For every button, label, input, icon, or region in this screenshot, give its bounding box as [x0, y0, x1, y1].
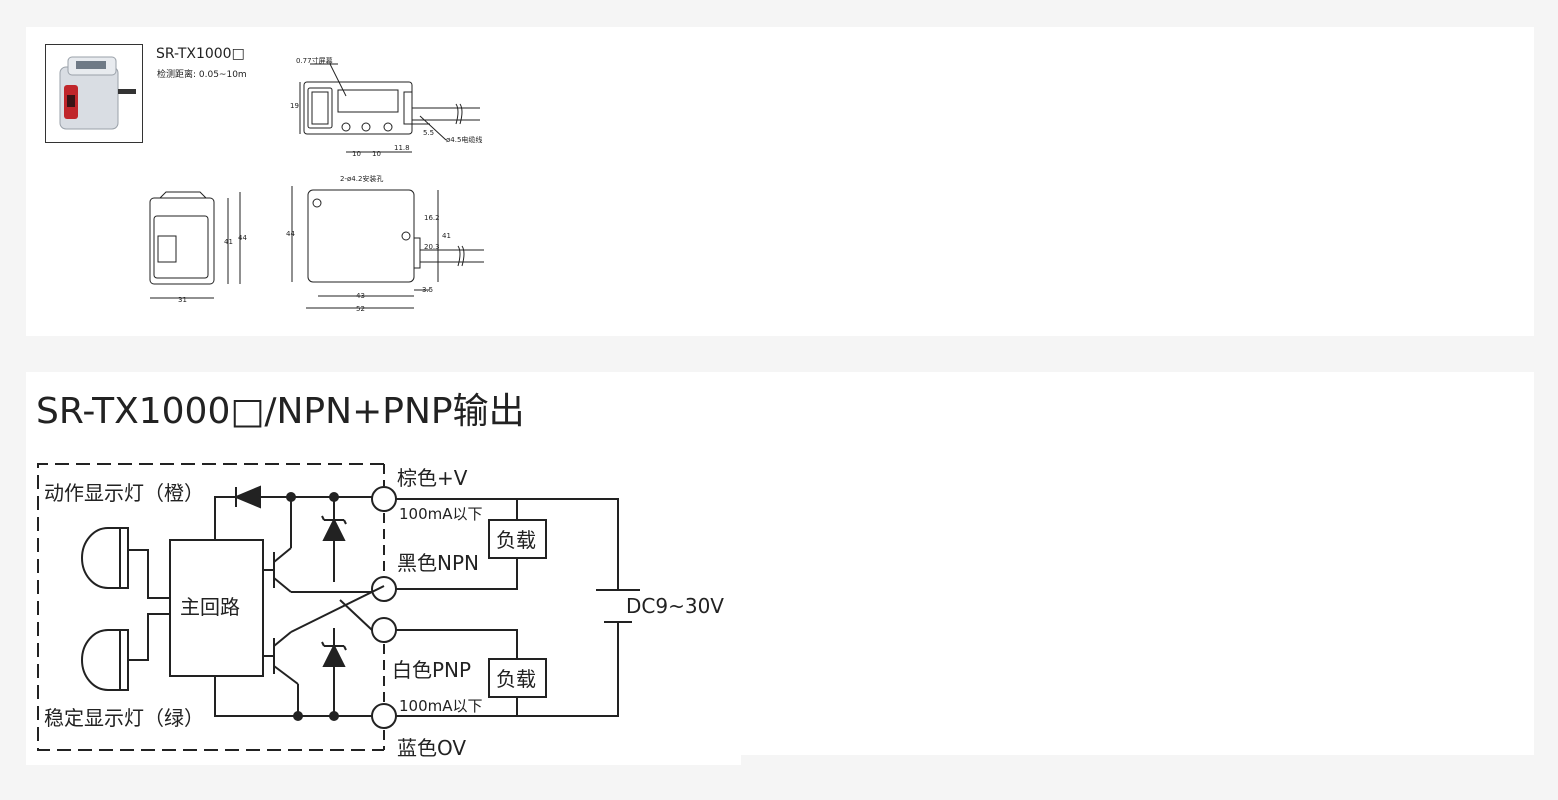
wiring-title: SR-TX1000□/NPN+PNP输出 [36, 391, 525, 432]
side-view-drawing [291, 186, 484, 309]
side-dim-35: 3.5 [422, 286, 433, 294]
top-dim-h: 19 [290, 102, 299, 110]
detection-range: 检测距离: 0.05~10m [157, 70, 247, 80]
hole-label: 2-ø4.2安装孔 [340, 174, 383, 183]
blue-wire-label: 蓝色OV [397, 736, 466, 760]
terminal-black [371, 576, 397, 602]
front-dim-h2: 44 [238, 234, 247, 242]
brown-wire-label: 棕色+V [397, 466, 468, 490]
product-photo [45, 44, 143, 143]
front-view-drawing [149, 191, 241, 299]
sensor-boundary [37, 463, 384, 751]
top-dim-p2: 10 [372, 150, 381, 158]
dimensions-panel [26, 27, 1534, 336]
action-led-icon [81, 527, 129, 589]
load-top-label: 负载 [496, 528, 536, 552]
stable-led-label: 稳定显示灯（绿） [44, 706, 204, 730]
side-dim-52: 52 [356, 305, 365, 313]
sensor-image [59, 56, 136, 130]
side-dim-43: 43 [356, 292, 365, 300]
load-bottom-label: 负载 [496, 667, 536, 691]
top-dim-c1: 5.5 [423, 129, 434, 137]
front-dim-h1: 41 [224, 238, 233, 246]
terminal-brown [371, 486, 397, 512]
wiring-diagram: 动作显示灯（橙） 稳定显示灯（绿） 主回路 棕色+V 黑色NPN 白色PNP 蓝… [37, 463, 724, 760]
top-view-drawing [299, 63, 480, 153]
cable-label: ø4.5电缆线 [446, 135, 482, 144]
front-dim-w: 31 [178, 296, 187, 304]
main-circuit-label: 主回路 [180, 595, 240, 619]
side-dim-d1: 16.2 [424, 214, 440, 222]
display-label: 0.77寸屏幕 [296, 56, 333, 65]
diode-icon [233, 485, 261, 509]
white-wire-label: 白色PNP [392, 658, 471, 682]
top-dim-p1: 10 [352, 150, 361, 158]
side-dim-41: 41 [442, 232, 451, 240]
side-dim-d2: 20.3 [424, 243, 440, 251]
model-name: SR-TX1000□ [156, 46, 245, 62]
terminal-white [371, 617, 397, 643]
action-led-label: 动作显示灯（橙） [44, 481, 204, 505]
stable-led-icon [81, 629, 129, 691]
supply-label: DC9~30V [626, 594, 724, 618]
current-top-label: 100mA以下 [399, 505, 483, 523]
black-wire-label: 黑色NPN [397, 551, 479, 575]
current-bottom-label: 100mA以下 [399, 697, 483, 715]
dimension-drawings: 0.77寸屏幕 19 10 10 11.8 5.5 ø4.5电缆线 31 41 … [149, 56, 484, 313]
terminal-blue [371, 703, 397, 729]
main-circuit-box [169, 539, 264, 677]
side-dim-h: 44 [286, 230, 295, 238]
top-dim-p3: 11.8 [394, 144, 410, 152]
